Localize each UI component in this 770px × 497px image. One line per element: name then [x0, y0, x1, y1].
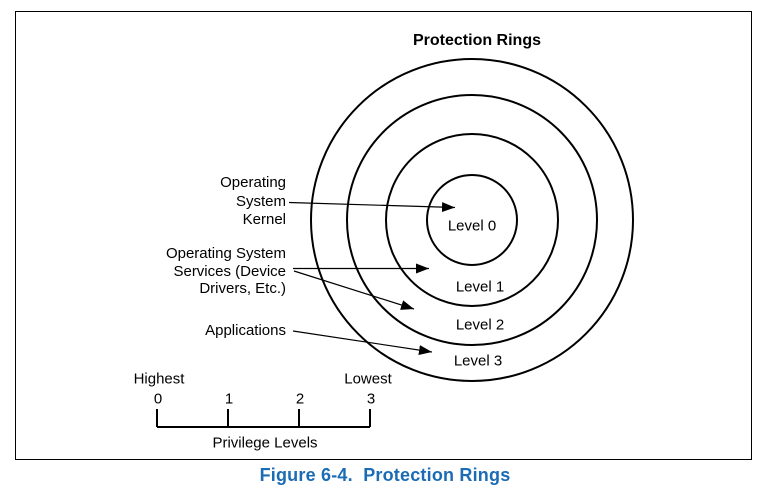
services-annotation: Operating System Services (Device Driver…: [166, 245, 286, 298]
scale-tick-3: 3: [366, 390, 376, 408]
ring-level-0: [426, 174, 518, 266]
kernel-annotation-line: System: [235, 192, 286, 210]
scale-lowest-label: Lowest: [344, 370, 392, 388]
ring-level-3: [310, 58, 634, 382]
ring-label-level-0: Level 0: [447, 217, 497, 235]
kernel-annotation-line: Operating: [220, 174, 286, 191]
kernel-arrow: [288, 201, 456, 213]
services-annotation-line: Drivers, Etc.): [199, 280, 286, 297]
ring-level-2: [346, 94, 598, 346]
ring-level-1: [385, 133, 559, 307]
ring-label-level-1: Level 1: [455, 278, 505, 296]
scale-highest-label: Highest: [133, 370, 185, 388]
ring-label-level-3: Level 3: [453, 352, 503, 370]
applications-arrow: [292, 330, 433, 356]
scale-tick-2: 2: [295, 390, 305, 408]
kernel-annotation-line: Kernel: [242, 211, 286, 228]
figure-caption: Figure 6-4. Protection Rings: [259, 465, 511, 485]
kernel-annotation: Operating System Kernel: [220, 174, 286, 230]
diagram-title: Protection Rings: [412, 32, 542, 49]
ring-label-level-2: Level 2: [455, 316, 505, 334]
privilege-scale-axis: [156, 409, 371, 428]
services-arrow-level-2: [293, 270, 415, 310]
applications-annotation: Applications: [205, 322, 286, 340]
scale-tick-0: 0: [153, 390, 163, 408]
services-annotation-line: Operating System: [165, 245, 286, 262]
scale-axis-label: Privilege Levels: [212, 434, 318, 452]
services-annotation-line: Services (Device: [173, 262, 286, 280]
scale-tick-1: 1: [224, 390, 234, 408]
applications-annotation-line: Applications: [205, 322, 286, 339]
